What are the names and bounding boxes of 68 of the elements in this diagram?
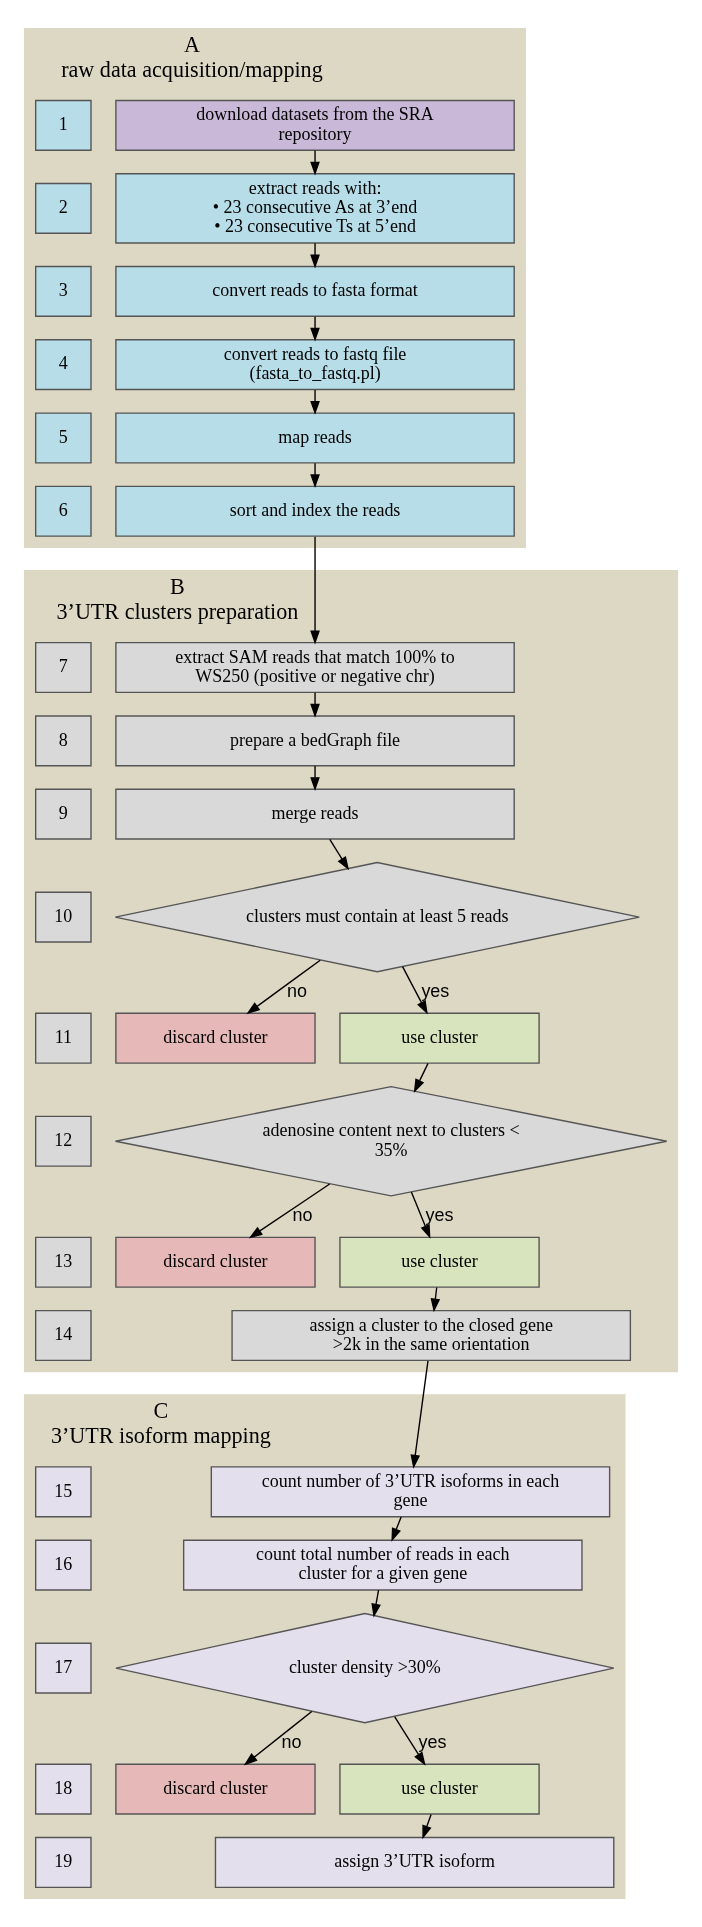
- node-box: count number of 3’UTR isoforms in each gene: [210, 1466, 611, 1518]
- node-box: 8: [35, 715, 92, 767]
- node-box: count total number of reads in each cluster for a given gene: [182, 1539, 583, 1591]
- arrow: [248, 1183, 331, 1239]
- edge-label: yes: [425, 1205, 454, 1226]
- node-box: discard cluster: [115, 1763, 316, 1815]
- node-box: use cluster: [339, 1012, 540, 1064]
- node-box: 19: [35, 1836, 92, 1889]
- arrow: [310, 389, 320, 415]
- node-box: 13: [35, 1236, 92, 1288]
- node-box: convert reads to fastq file (fasta_to_fastq.pl): [115, 339, 515, 391]
- arrow: [310, 692, 320, 718]
- node-box: use cluster: [339, 1236, 540, 1288]
- node-box: 16: [35, 1539, 92, 1591]
- node-box: download datasets from the SRA repository: [115, 99, 515, 151]
- arrow: [422, 1813, 432, 1840]
- node-box: 12: [35, 1115, 92, 1167]
- arrow: [410, 1360, 429, 1469]
- arrow: [394, 1716, 426, 1766]
- node-box: 7: [35, 641, 92, 694]
- node-box: 15: [35, 1466, 92, 1518]
- arrow: [310, 315, 320, 342]
- arrow: [246, 959, 321, 1015]
- node-box: assign 3’UTR isoform: [214, 1836, 615, 1889]
- node-box: convert reads to fasta format: [115, 265, 515, 317]
- node-box: merge reads: [115, 788, 515, 840]
- edge-label: yes: [421, 981, 450, 1002]
- node-diamond: cluster density >30%: [115, 1612, 615, 1724]
- arrow: [401, 965, 428, 1015]
- arrow: [310, 242, 320, 269]
- node-box: sort and index the reads: [115, 485, 515, 537]
- arrow: [310, 535, 320, 645]
- arrow: [371, 1589, 381, 1618]
- node-box: 14: [35, 1309, 92, 1362]
- node-box: 11: [35, 1012, 92, 1064]
- node-box: discard cluster: [115, 1012, 316, 1064]
- arrow: [310, 765, 320, 791]
- node-diamond: clusters must contain at least 5 reads: [114, 861, 640, 973]
- arrow: [410, 1191, 431, 1239]
- arrow: [243, 1710, 313, 1766]
- node-box: discard cluster: [115, 1236, 316, 1288]
- edge-label: no: [292, 1205, 313, 1226]
- node-box: assign a cluster to the closed gene >2k in the same orientation: [231, 1309, 632, 1362]
- edge-label: no: [287, 981, 308, 1002]
- node-box: prepare a bedGraph file: [115, 715, 515, 767]
- arrow: [413, 1062, 429, 1093]
- node-box: use cluster: [339, 1763, 540, 1815]
- arrow: [310, 462, 320, 489]
- edge-label: yes: [418, 1732, 447, 1753]
- arrow: [391, 1516, 402, 1542]
- arrow: [430, 1286, 441, 1313]
- node-diamond: adenosine content next to clusters < 35%: [114, 1085, 668, 1197]
- node-box: 9: [35, 788, 92, 840]
- node-box: 17: [35, 1642, 92, 1694]
- arrow: [310, 149, 320, 176]
- node-box: 3: [35, 265, 92, 317]
- node-box: extract SAM reads that match 100% to WS250 (positive or negative chr): [115, 641, 515, 694]
- node-box: extract reads with: • 23 consecutive As at 3’end • 23 consecutive Ts at 5’end: [115, 173, 515, 244]
- node-box: 1: [35, 99, 92, 151]
- node-box: 4: [35, 339, 92, 391]
- node-box: 10: [35, 891, 92, 943]
- arrow: [329, 838, 350, 871]
- node-box: 2: [35, 182, 92, 234]
- edge-label: no: [281, 1732, 302, 1753]
- node-box: 5: [35, 412, 92, 464]
- node-box: 6: [35, 485, 92, 537]
- node-box: 18: [35, 1763, 92, 1815]
- node-box: map reads: [115, 412, 515, 464]
